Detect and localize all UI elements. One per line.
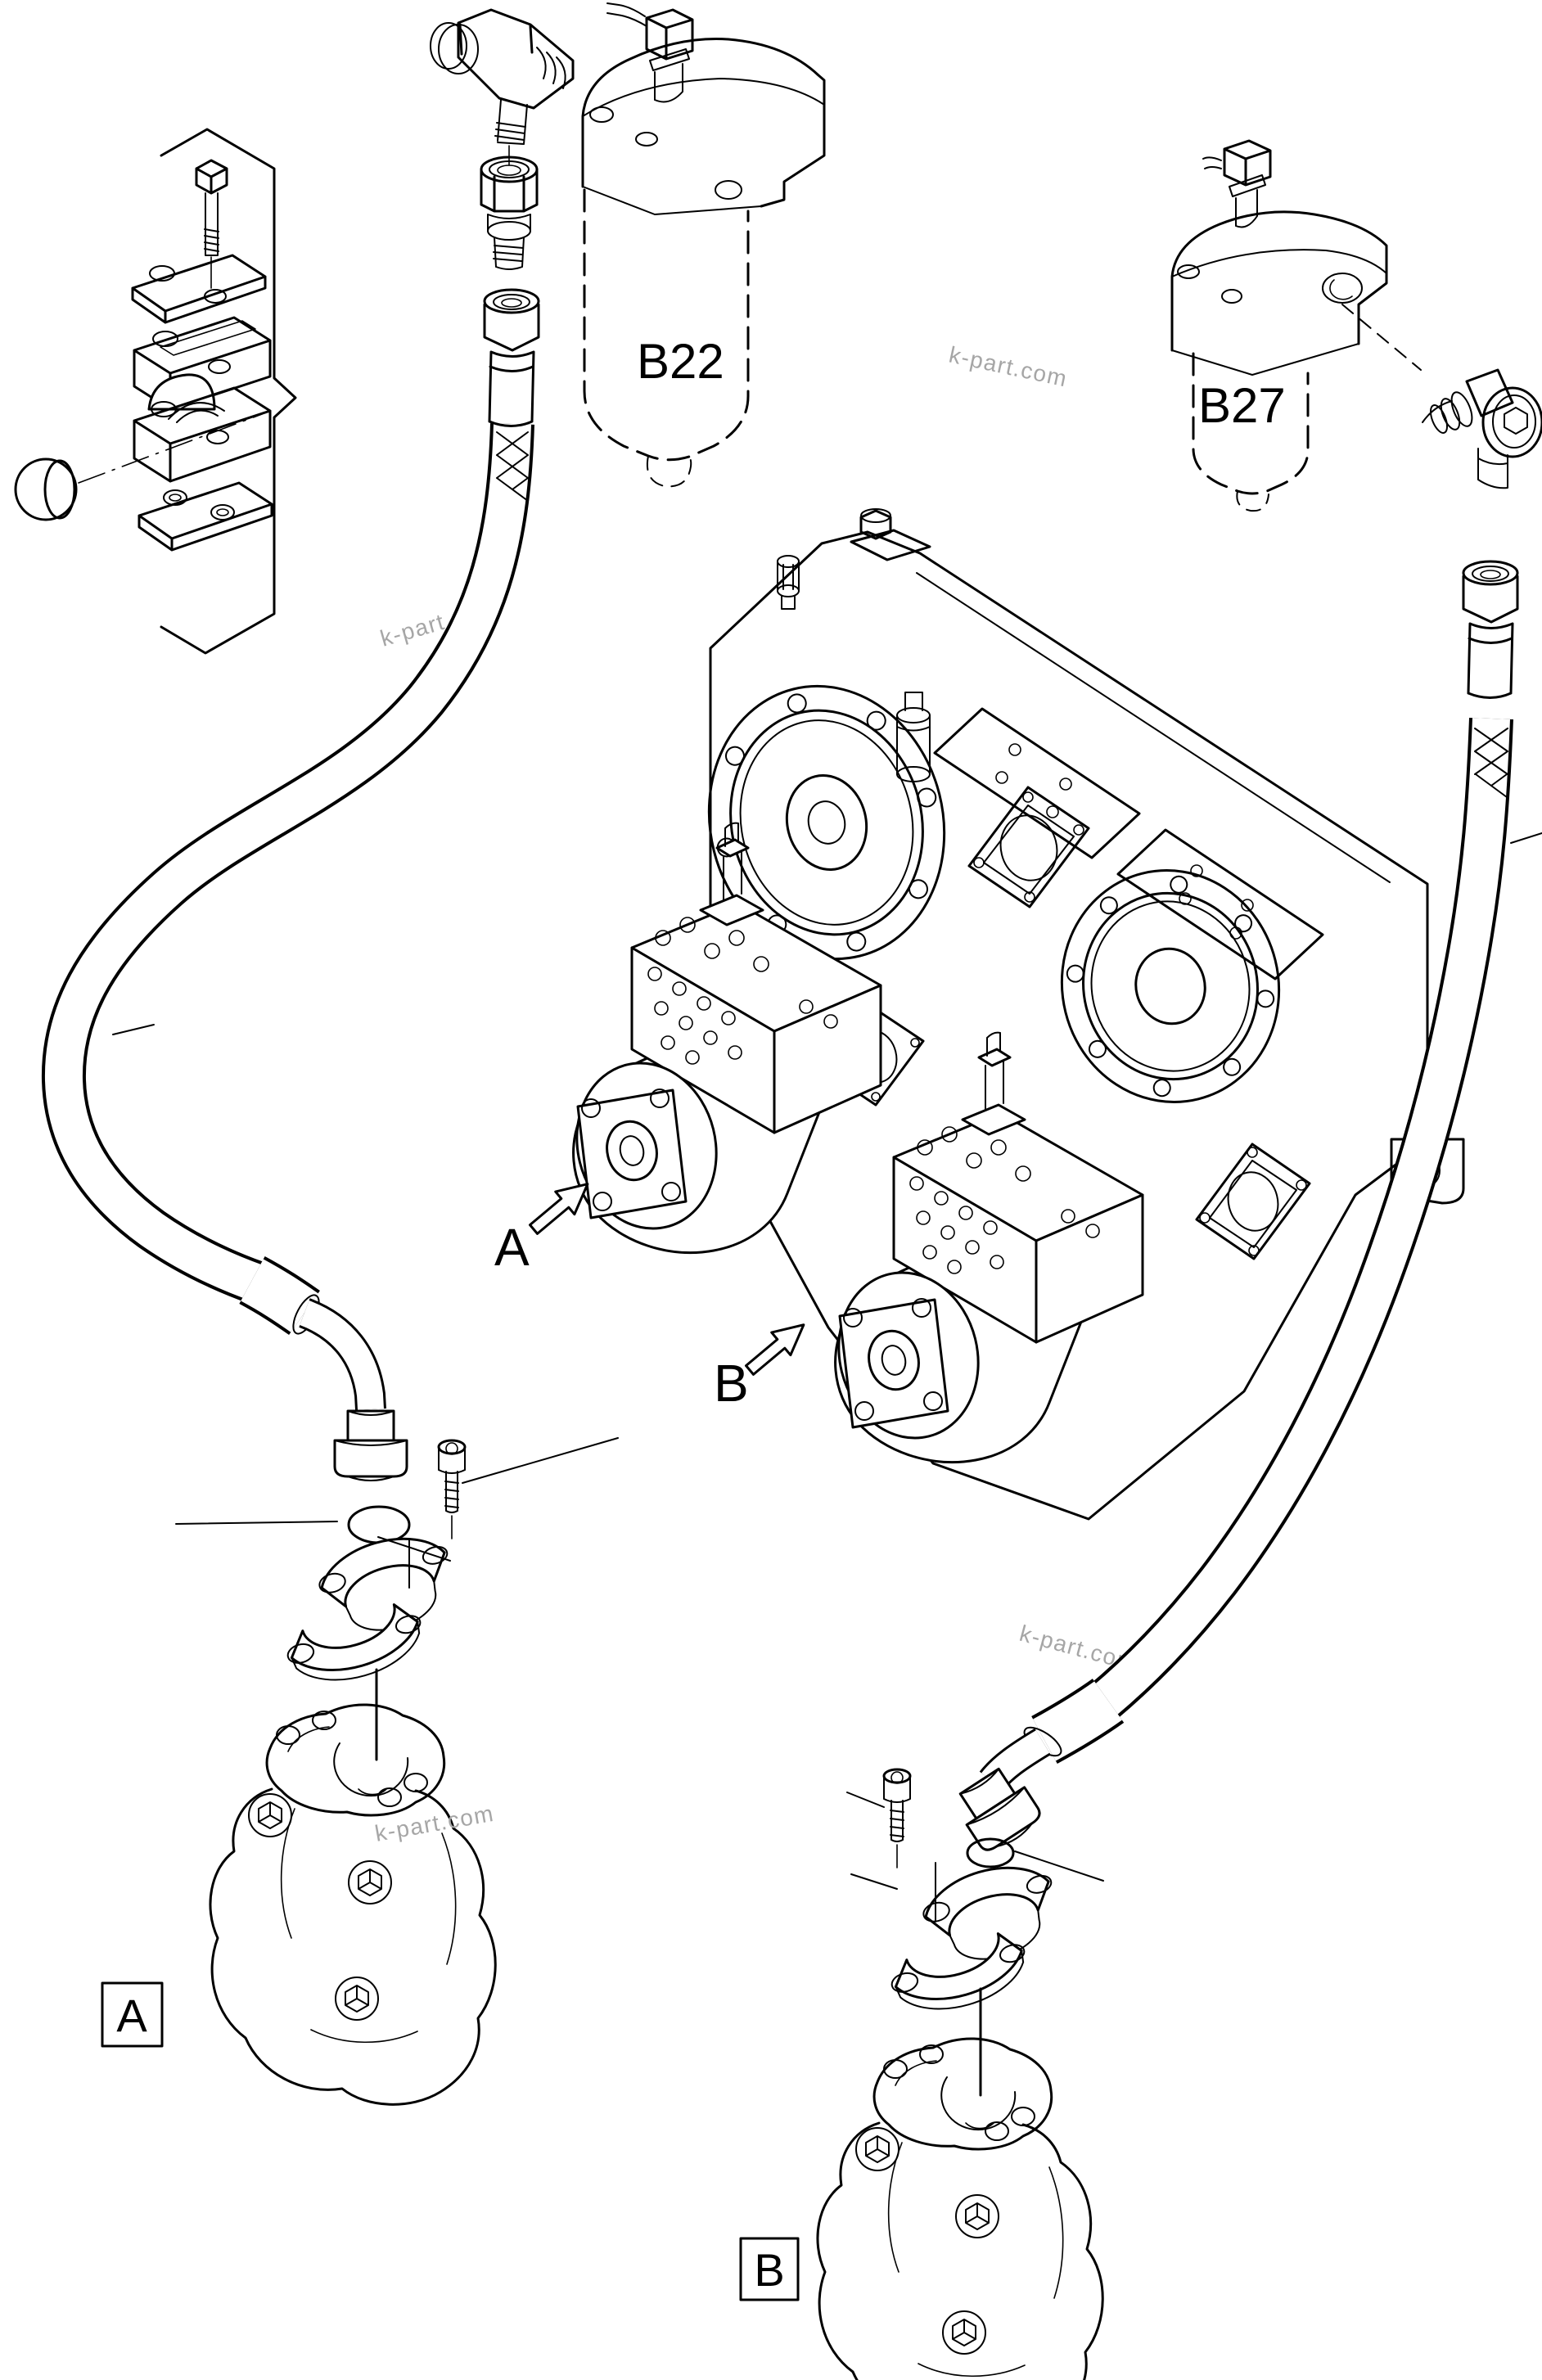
detail-box-b-letter: B xyxy=(754,2244,784,2296)
aux-pump-a-drawing xyxy=(209,1703,497,2106)
main-pump-b-drawing xyxy=(820,1031,1144,1464)
braid-pattern xyxy=(496,431,529,502)
filter-b22-sensor xyxy=(606,2,694,103)
split-flange-halves xyxy=(885,1852,1069,2025)
view-a-callout: A xyxy=(494,1183,589,1277)
filter-b22-body-hidden xyxy=(583,188,750,488)
view-a-arrow-icon xyxy=(529,1183,589,1235)
hose-a-swivel-nut xyxy=(483,288,540,427)
cap-screw xyxy=(437,1439,467,1539)
view-b-letter: B xyxy=(714,1354,749,1413)
filter-b22-drawing: B22 xyxy=(430,2,826,488)
pump-side-bolt xyxy=(348,1860,392,1904)
view-b-callout: B xyxy=(714,1323,805,1413)
watermark: k-part.com xyxy=(373,1801,496,1846)
group-bracket xyxy=(160,128,297,655)
clamp-upper-half xyxy=(133,316,272,411)
flange-kit-b-drawing xyxy=(846,1768,1104,2097)
main-pump-a-drawing xyxy=(572,822,882,1255)
braid-pattern xyxy=(1474,728,1508,798)
elbow-fitting xyxy=(430,8,575,166)
clamp-top-plate xyxy=(131,254,267,324)
port-flange-2 xyxy=(1195,1143,1311,1260)
filter-b27-head xyxy=(1170,210,1388,376)
clamp-bolt xyxy=(195,159,228,289)
mounting-pad-1 xyxy=(933,707,1141,859)
hose-clamp-kit-drawing xyxy=(14,128,297,655)
hose-tick xyxy=(112,1024,155,1035)
view-b-arrow-icon xyxy=(745,1323,805,1376)
split-flange-halves xyxy=(286,1537,449,1681)
hose-b-swivel-nut xyxy=(1462,560,1519,699)
filter-b27-drawing: B27 xyxy=(1170,139,1542,512)
port-flange-1 xyxy=(967,786,1090,908)
clamp-bottom-plate xyxy=(138,481,273,552)
flange-kit-a-drawing xyxy=(175,1437,619,1761)
watermark: k-part.com xyxy=(947,342,1070,392)
mounting-pad-2 xyxy=(1116,828,1324,980)
detail-box-a-letter: A xyxy=(116,1990,147,2041)
detail-box-b: B xyxy=(739,2237,800,2301)
filter-b27-body-hidden xyxy=(1192,352,1310,512)
hex-adapter-fitting xyxy=(480,156,539,270)
hose-a-drawing xyxy=(41,288,540,1481)
o-ring xyxy=(966,1837,1015,1868)
hose-tick xyxy=(1510,832,1542,844)
leader-lines xyxy=(175,1437,619,1589)
hose-b-flange-head xyxy=(958,1767,1041,1851)
breather-plug xyxy=(777,555,800,610)
label-b22: B22 xyxy=(637,334,724,389)
detail-box-a: A xyxy=(101,1981,164,2048)
plug-fitting xyxy=(1422,368,1542,489)
clamp-plug xyxy=(14,458,78,521)
filter-b22-head xyxy=(581,38,826,215)
cap-screw xyxy=(882,1768,912,1869)
label-b27: B27 xyxy=(1198,378,1286,433)
hose-a-flange-head xyxy=(333,1409,408,1481)
right-foot xyxy=(1390,1138,1465,1205)
leader-to-plug xyxy=(1341,304,1422,371)
leader-lines xyxy=(846,1792,1104,1922)
filter-b27-cap xyxy=(1202,139,1272,228)
pump-side-bolt xyxy=(335,1977,379,2021)
pump-side-bolt xyxy=(248,1793,292,1837)
right-bearing-cover xyxy=(1060,869,1281,1103)
left-bearing-cover xyxy=(707,684,946,961)
hose-b-drawing xyxy=(958,560,1542,1851)
aux-pump-b-drawing xyxy=(816,2037,1104,2380)
view-a-letter: A xyxy=(494,1218,530,1277)
